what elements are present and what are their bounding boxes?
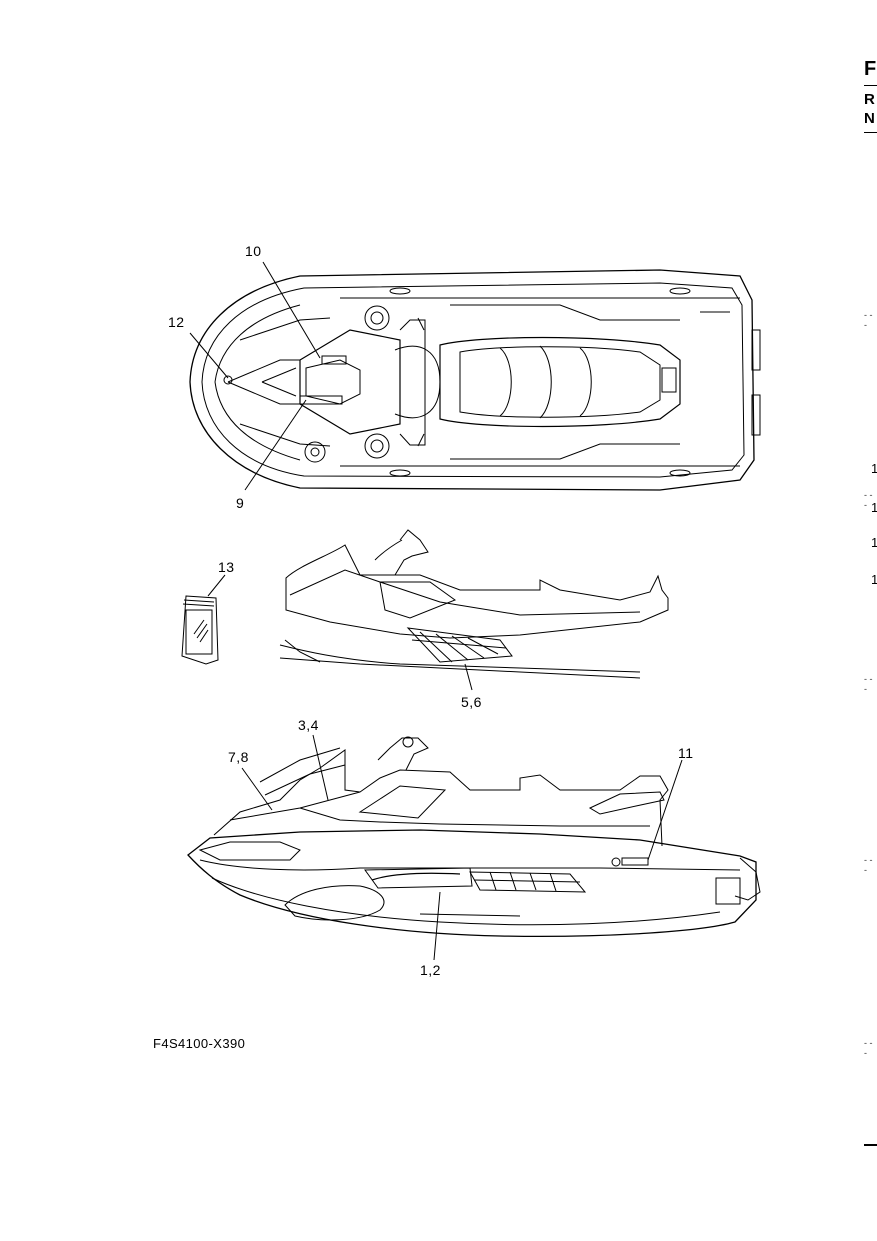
diagram-code: F4S4100-X390	[153, 1036, 246, 1051]
callout-1-2: 1,2	[420, 962, 441, 978]
callout-7-8: 7,8	[228, 749, 249, 765]
edge-dash-mark: - - -	[864, 1038, 873, 1058]
edge-letter-r: R	[864, 91, 875, 108]
edge-letter-f: F	[864, 58, 877, 80]
edge-rule	[864, 1144, 877, 1146]
edge-dash-mark: - - -	[864, 490, 873, 510]
label-sheet-part	[181, 574, 226, 665]
edge-number: 1	[871, 500, 877, 515]
callout-10: 10	[245, 243, 262, 259]
edge-dash-mark: - - -	[864, 855, 873, 875]
edge-dash-mark: - - -	[864, 310, 873, 330]
watercraft-side-view	[187, 734, 761, 961]
callout-9: 9	[236, 495, 245, 511]
edge-letter-n: N	[864, 110, 875, 127]
callout-5-6: 5,6	[461, 694, 482, 710]
watercraft-top-view	[189, 261, 761, 491]
edge-rule	[864, 85, 877, 86]
callout-11: 11	[678, 745, 694, 761]
edge-number: 1	[871, 535, 877, 550]
edge-dash-mark: - - -	[864, 674, 873, 694]
callout-3-4: 3,4	[298, 717, 319, 733]
edge-number: 1	[871, 461, 877, 476]
callout-12: 12	[168, 314, 185, 330]
watercraft-side-detail-view	[279, 529, 669, 691]
edge-number: 1	[871, 572, 877, 587]
callout-13: 13	[218, 559, 235, 575]
edge-rule	[864, 132, 877, 133]
